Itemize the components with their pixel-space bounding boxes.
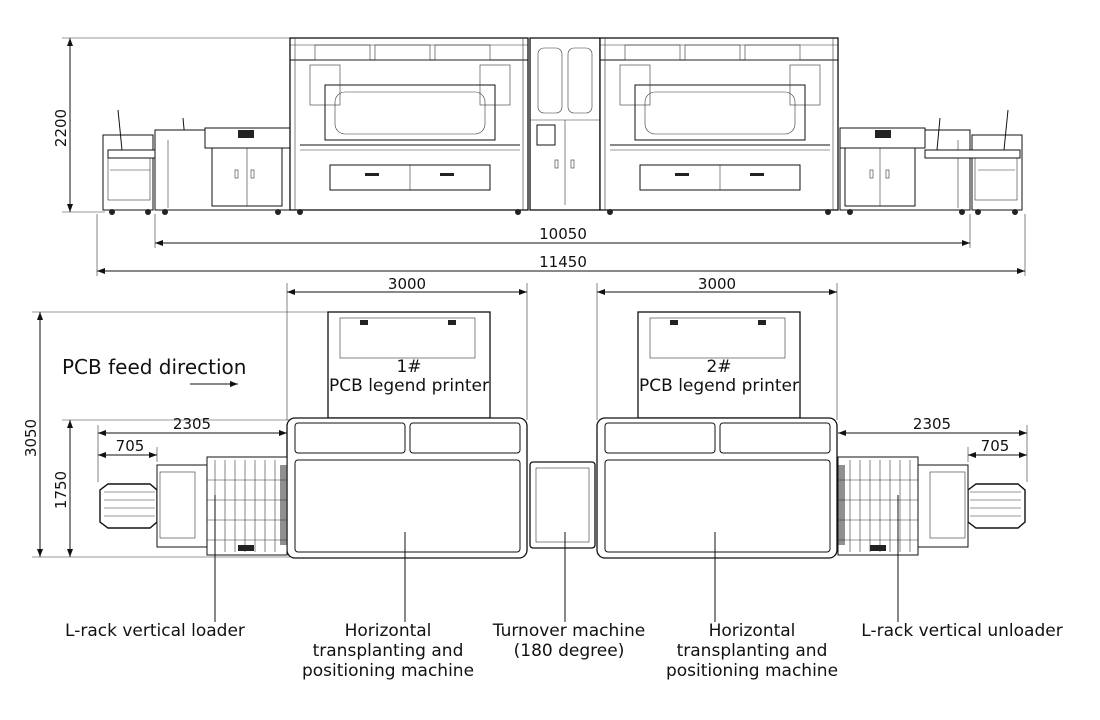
transplant-right-caption-2: transplanting and — [677, 641, 828, 661]
printer-1-width-dimension: 3000 — [286, 275, 528, 420]
top-transplant-right — [596, 417, 838, 559]
top-printer-1: 1# PCB legend printer — [327, 311, 491, 419]
top-turnover — [529, 461, 596, 549]
front-printer-1 — [289, 37, 529, 215]
front-turnover — [529, 37, 601, 211]
top-transplant-left — [286, 417, 528, 559]
transplant-left-caption-3: positioning machine — [302, 661, 474, 681]
printer-2-width-dimension: 3000 — [596, 275, 838, 420]
left-loader-length-label: 2305 — [173, 415, 211, 433]
printer-1-name: PCB legend printer — [329, 376, 489, 396]
top-left-loader — [99, 456, 288, 556]
top-view: 3000 3000 3050 1750 PCB feed direction — [22, 275, 1028, 622]
right-unloader-length-label: 2305 — [913, 415, 951, 433]
printer-2-name: PCB legend printer — [639, 376, 799, 396]
transplant-left-caption-1: Horizontal — [345, 621, 432, 641]
line-depth-dimension: 1750 — [52, 419, 290, 557]
front-right-unloader — [924, 109, 1023, 215]
turnover-caption-2: (180 degree) — [514, 641, 625, 661]
front-width-dimensions: 10050 11450 — [96, 214, 1026, 276]
transplant-right-caption-1: Horizontal — [709, 621, 796, 641]
captions: L-rack vertical loader Horizontal transp… — [65, 621, 1063, 681]
total-depth-label: 3050 — [22, 419, 40, 457]
right-unloader-dimensions: 2305 705 — [838, 415, 1028, 482]
front-height-dimension: 2200 — [52, 37, 290, 213]
front-height-label: 2200 — [52, 109, 70, 147]
left-loader-dimensions: 2305 705 — [97, 415, 287, 482]
feed-direction: PCB feed direction — [62, 355, 246, 387]
right-unloader-inner-label: 705 — [981, 437, 1010, 455]
feed-direction-label: PCB feed direction — [62, 355, 246, 379]
top-printer-2: 2# PCB legend printer — [637, 311, 801, 419]
top-right-unloader — [837, 456, 1026, 556]
left-loader-inner-label: 705 — [116, 437, 145, 455]
front-printer-2 — [599, 37, 839, 215]
front-right-cabinet — [839, 127, 971, 215]
line-depth-label: 1750 — [52, 471, 70, 509]
printer-1-width-label: 3000 — [388, 275, 426, 293]
total-depth-dimension: 3050 — [22, 311, 330, 558]
loader-caption: L-rack vertical loader — [65, 621, 245, 641]
front-inner-width-label: 10050 — [539, 225, 587, 243]
printer-2-width-label: 3000 — [698, 275, 736, 293]
transplant-right-caption-3: positioning machine — [666, 661, 838, 681]
front-total-width-label: 11450 — [539, 253, 587, 271]
printer-2-number: 2# — [706, 357, 731, 377]
transplant-left-caption-2: transplanting and — [313, 641, 464, 661]
unloader-caption: L-rack vertical unloader — [861, 621, 1062, 641]
front-view: 2200 — [52, 37, 1026, 276]
leader-lines — [214, 495, 899, 622]
printer-1-number: 1# — [396, 357, 421, 377]
front-left-cabinet — [154, 127, 291, 215]
turnover-caption-1: Turnover machine — [492, 621, 645, 641]
